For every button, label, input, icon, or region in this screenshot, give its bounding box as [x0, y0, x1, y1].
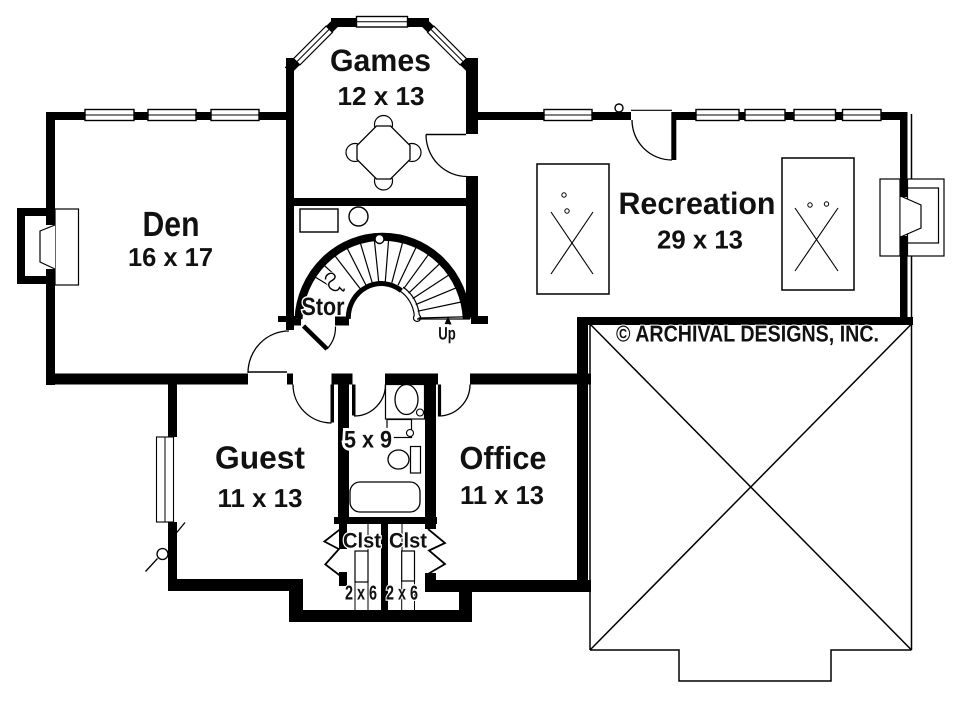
svg-text:12 x 13: 12 x 13	[338, 81, 425, 111]
svg-text:Clst: Clst	[343, 530, 381, 553]
svg-text:11 x 13: 11 x 13	[460, 480, 544, 510]
svg-text:Den: Den	[143, 205, 200, 244]
svg-text:16 x 17: 16 x 17	[128, 242, 213, 272]
svg-text:Up: Up	[438, 324, 456, 344]
svg-text:11 x 13: 11 x 13	[218, 483, 303, 513]
svg-text:Recreation: Recreation	[619, 186, 776, 221]
svg-text:Guest: Guest	[215, 440, 305, 476]
svg-text:Office: Office	[460, 440, 547, 476]
svg-text:Stor: Stor	[302, 293, 345, 321]
svg-text:Clst: Clst	[389, 530, 427, 553]
svg-text:© ARCHIVAL DESIGNS, INC.: © ARCHIVAL DESIGNS, INC.	[616, 321, 879, 347]
svg-text:Games: Games	[330, 43, 431, 78]
svg-text:5 x 9: 5 x 9	[344, 427, 392, 454]
svg-text:2 x 6: 2 x 6	[386, 583, 418, 605]
svg-text:2 x 6: 2 x 6	[345, 583, 377, 605]
svg-text:29 x 13: 29 x 13	[657, 225, 743, 255]
